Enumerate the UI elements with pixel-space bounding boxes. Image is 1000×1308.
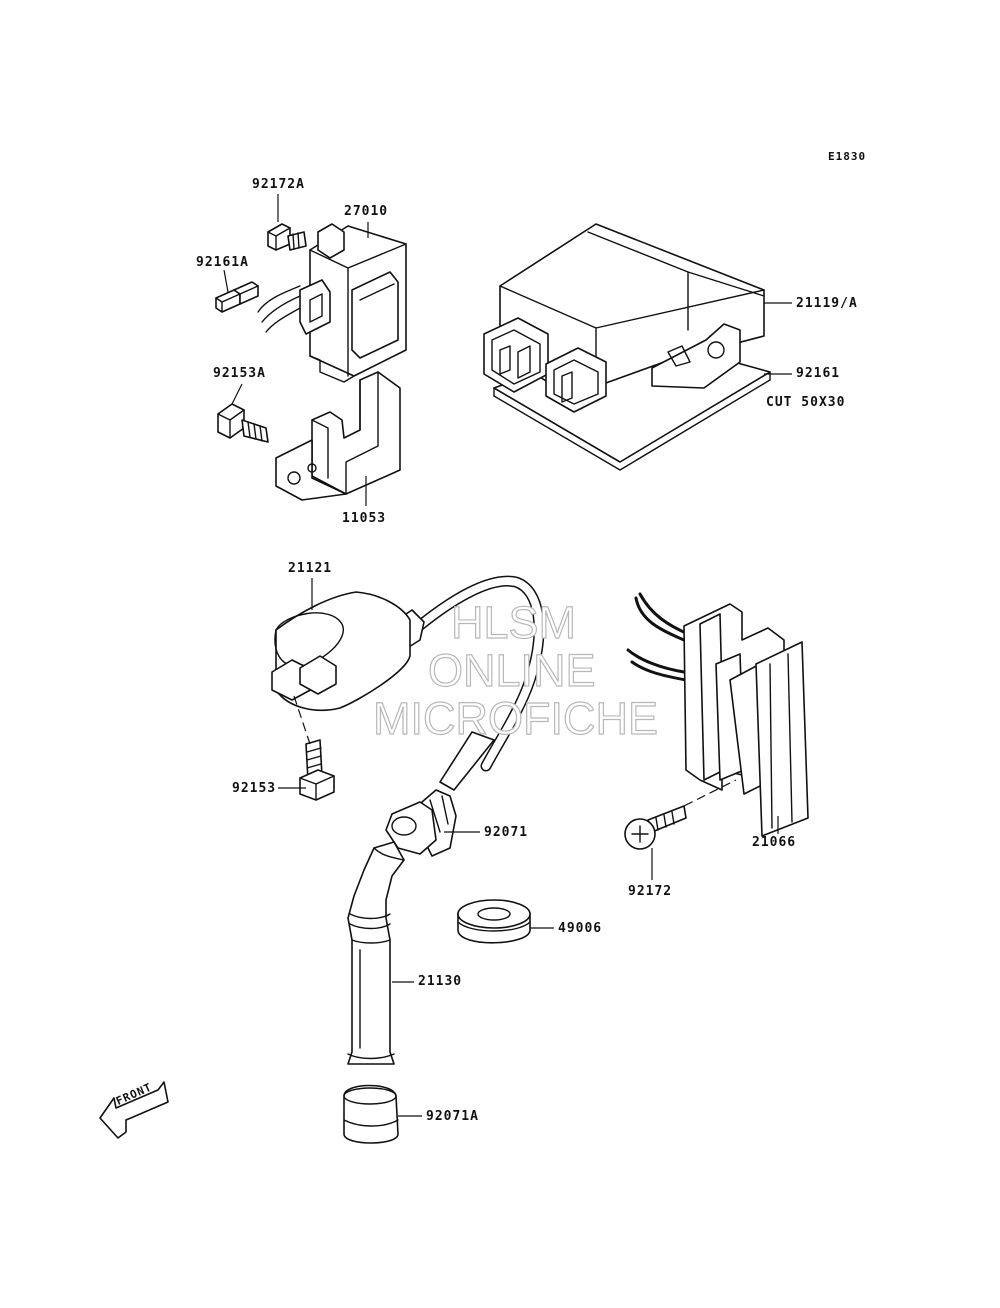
bolt-92153A xyxy=(217,403,269,443)
part-label-92172A: 92172A xyxy=(252,177,305,192)
part-label-92172: 92172 xyxy=(628,884,673,899)
cap-92071A xyxy=(343,1084,399,1144)
part-label-92153: 92153 xyxy=(232,781,277,796)
watermark-line-3: MICROFICHE xyxy=(372,693,658,744)
front-arrow-icon xyxy=(99,1081,169,1139)
bolt-92172 xyxy=(624,805,687,850)
diagram-code: E1830 xyxy=(828,150,867,163)
ignition-coil-21121 xyxy=(271,575,545,791)
bolt-92153 xyxy=(293,695,335,801)
part-label-11053: 11053 xyxy=(342,511,387,526)
bolt-92172A xyxy=(267,223,307,251)
grommet-49006 xyxy=(457,899,531,944)
part-label-21130: 21130 xyxy=(418,974,463,989)
grommet-92071 xyxy=(385,789,457,857)
part-label-92161: 92161 xyxy=(796,366,841,381)
part-label-49006: 49006 xyxy=(558,921,603,936)
spark-plug-cap-21130 xyxy=(347,841,405,1065)
part-label-92071: 92071 xyxy=(484,825,529,840)
watermark-line-1: HLSM xyxy=(450,597,577,648)
bracket-11053 xyxy=(275,371,401,501)
regulator-21066 xyxy=(626,592,809,837)
igniter-21119A xyxy=(483,223,771,471)
damper-92161A xyxy=(215,281,259,313)
cut-note: CUT 50X30 xyxy=(766,395,846,410)
relay-27010 xyxy=(257,223,407,383)
part-label-92161A: 92161A xyxy=(196,255,249,270)
part-label-92153A: 92153A xyxy=(213,366,266,381)
leader-lines xyxy=(223,194,792,1117)
part-label-21119A: 21119/A xyxy=(796,296,858,311)
part-label-92071A: 92071A xyxy=(426,1109,479,1124)
watermark-line-2: ONLINE xyxy=(427,645,596,696)
part-label-21066: 21066 xyxy=(752,835,797,850)
part-label-27010: 27010 xyxy=(344,204,389,219)
part-label-21121: 21121 xyxy=(288,561,333,576)
